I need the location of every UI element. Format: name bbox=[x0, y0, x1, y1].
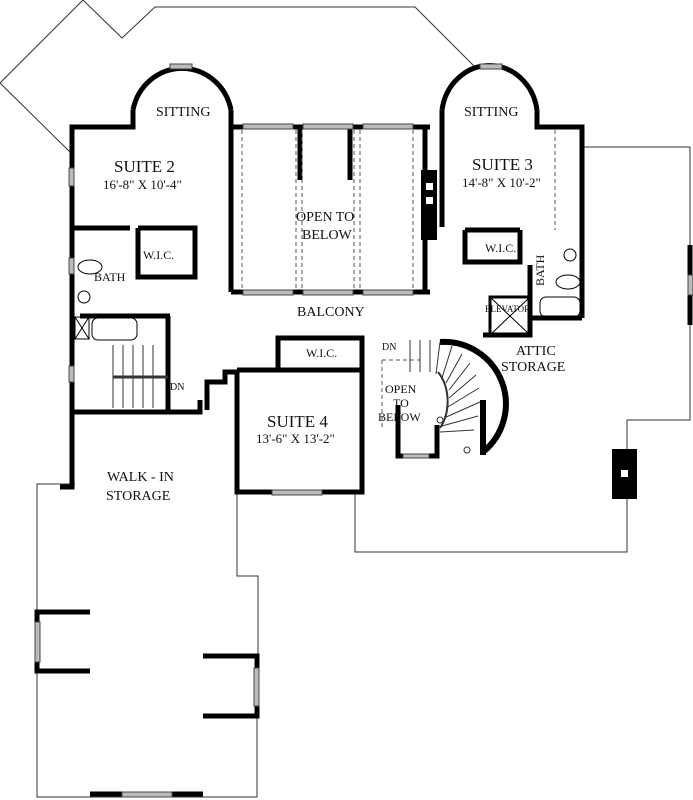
sitting-label-right: SITTING bbox=[464, 105, 519, 120]
open-to-below-stair-line1: OPEN bbox=[385, 382, 417, 396]
open-to-below-center-line1: OPEN TO bbox=[296, 210, 355, 225]
wic-suite2-label: W.I.C. bbox=[143, 248, 175, 262]
suite3-dimensions: 14'-8" X 10'-2" bbox=[462, 175, 541, 190]
stairs-left bbox=[112, 345, 168, 408]
walkin-storage-line1: WALK - IN bbox=[107, 470, 174, 485]
suite2-label: SUITE 2 bbox=[114, 157, 175, 176]
suite3-label: SUITE 3 bbox=[472, 155, 533, 174]
stair-down-label-right: DN bbox=[382, 342, 397, 353]
open-to-below-stair-line2: TO bbox=[393, 396, 409, 410]
balcony-label: BALCONY bbox=[297, 305, 365, 320]
open-to-below-stair-line3: BELOW bbox=[378, 410, 421, 424]
stairs-spiral bbox=[409, 340, 481, 454]
open-to-below-center-line2: BELOW bbox=[302, 228, 352, 243]
sitting-label-left: SITTING bbox=[156, 105, 211, 120]
bath-suite2-label: BATH bbox=[94, 270, 126, 284]
elevator-label: ELEVATOR bbox=[485, 304, 531, 314]
attic-storage-line2: STORAGE bbox=[501, 360, 566, 375]
wic-suite3-label: W.I.C. bbox=[485, 241, 517, 255]
bath-suite3-label: BATH bbox=[533, 254, 547, 286]
suite4-dimensions: 13'-6" X 13'-2" bbox=[256, 431, 335, 446]
wic-suite4-label: W.I.C. bbox=[306, 346, 338, 360]
elevator-shaft bbox=[488, 295, 532, 337]
dashed-lines bbox=[241, 130, 556, 430]
suite2-dimensions: 16'-8" X 10'-4" bbox=[103, 177, 182, 192]
stair-down-label-left: DN bbox=[170, 382, 185, 393]
fixtures bbox=[74, 248, 581, 341]
windows bbox=[34, 63, 693, 798]
walkin-storage-line2: STORAGE bbox=[106, 489, 171, 504]
attic-storage-line1: ATTIC bbox=[516, 344, 556, 359]
suite4-label: SUITE 4 bbox=[267, 412, 328, 431]
